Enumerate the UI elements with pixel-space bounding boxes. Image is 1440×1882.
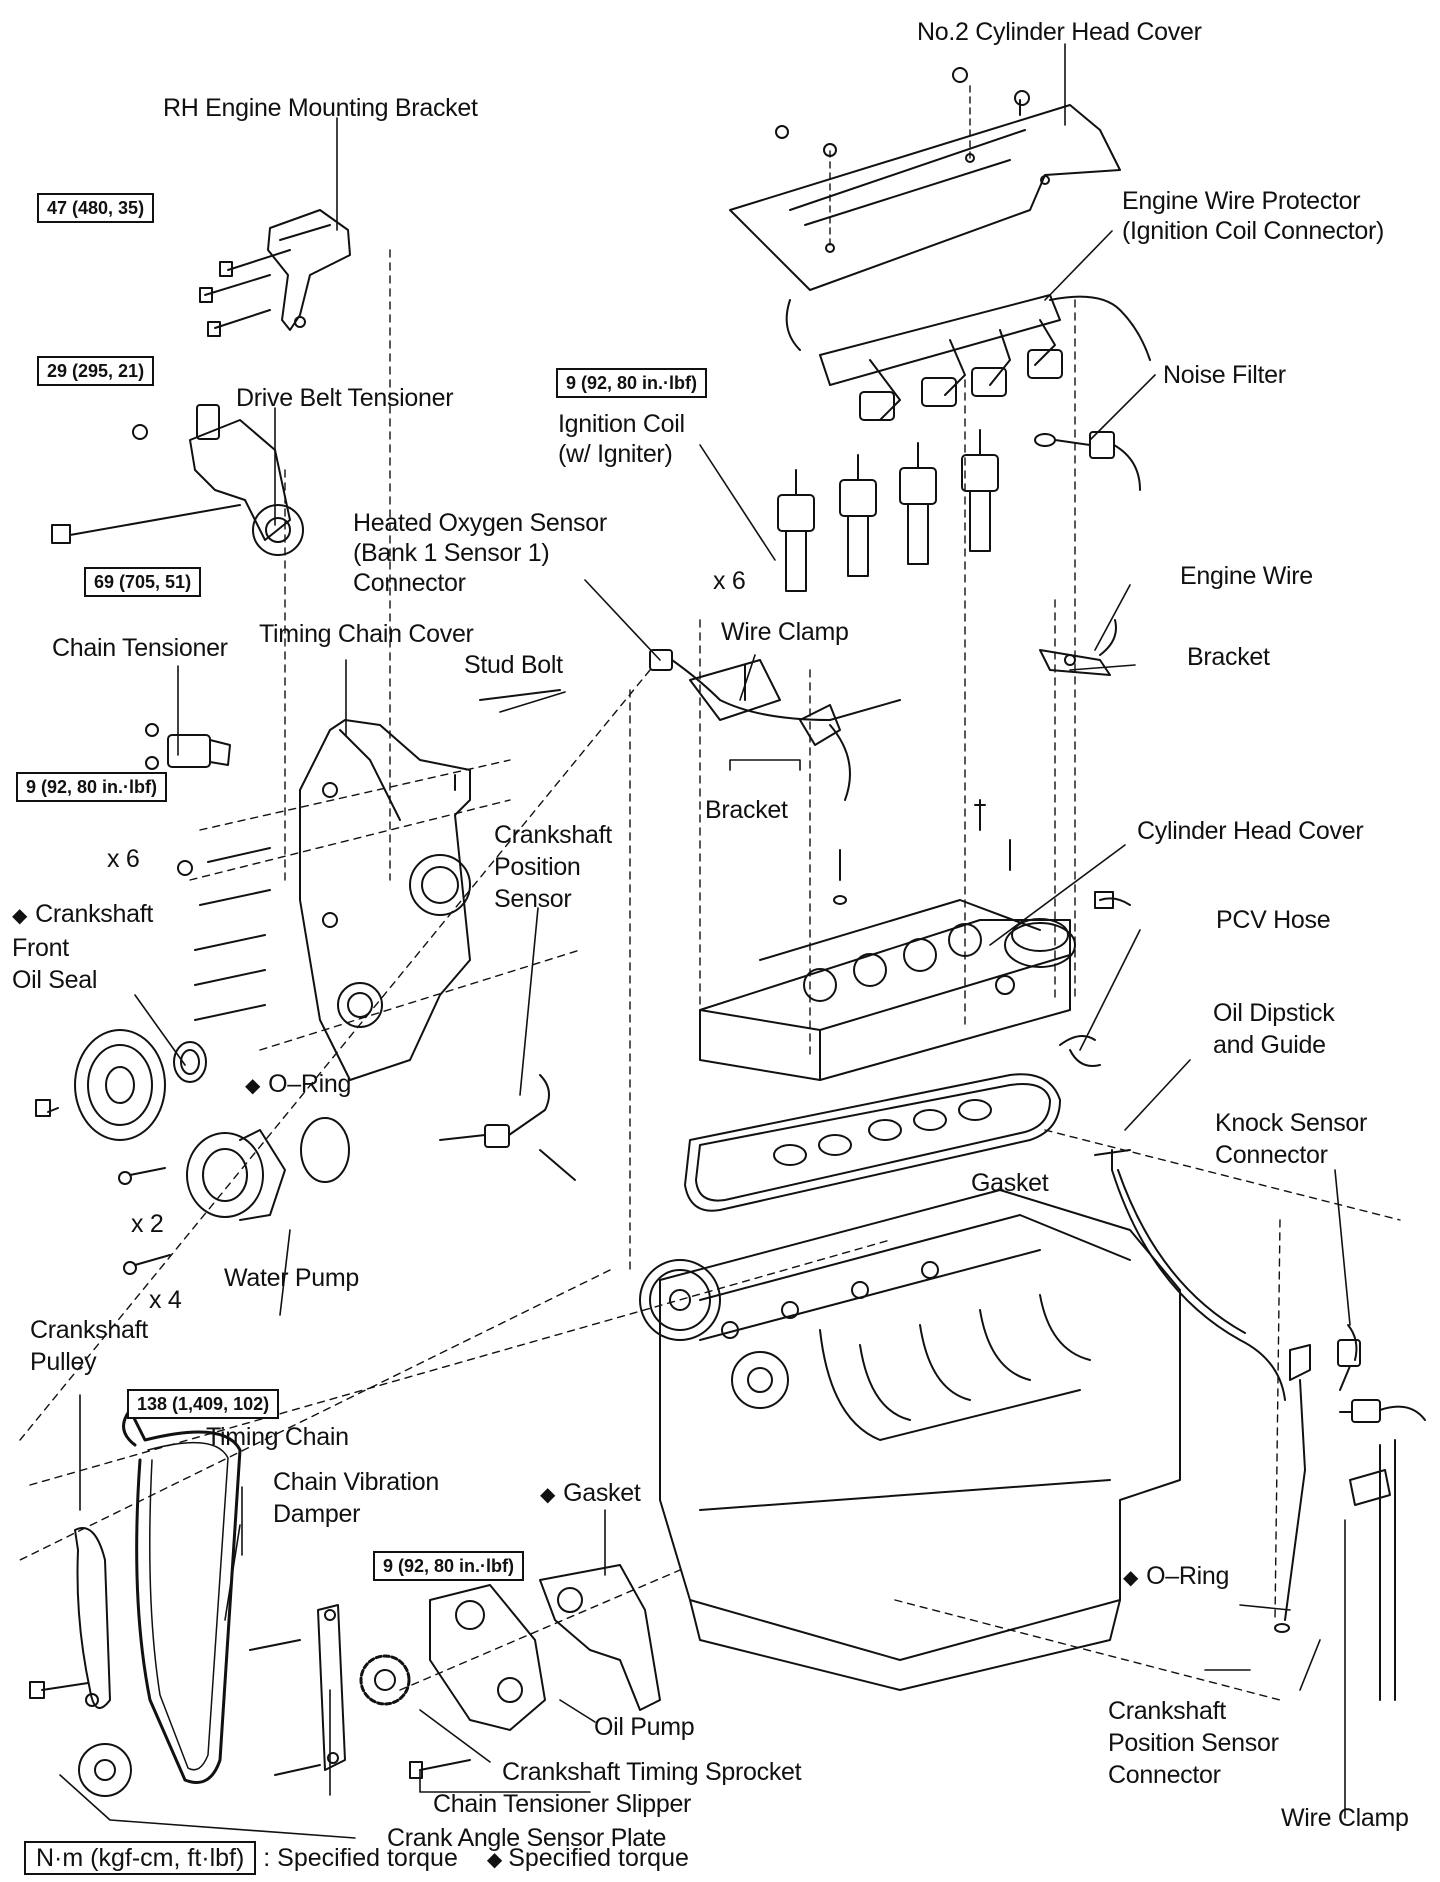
label-knock-sensor-connector: Knock Sensor Connector bbox=[1215, 1109, 1368, 1169]
cylinder-head-cover-part bbox=[699, 799, 1076, 1081]
timing-chain-part bbox=[122, 1408, 242, 1784]
drive-belt-tensioner-part bbox=[51, 404, 304, 556]
no2-cylinder-head-cover-part bbox=[729, 67, 1121, 291]
pcv-hose-part bbox=[1059, 891, 1131, 1067]
label-chain-tensioner: Chain Tensioner bbox=[52, 634, 228, 662]
label-o-ring-mid: O–Ring bbox=[245, 1069, 351, 1101]
torque-bracket-bolts: 47 (480, 35) bbox=[37, 193, 155, 223]
timing-chain-cover-part bbox=[299, 689, 561, 1081]
label-bracket-right: Bracket bbox=[1187, 643, 1270, 671]
label-crankshaft-position-sensor-connector: Crankshaft Position Sensor Connector bbox=[1108, 1697, 1279, 1789]
label-gasket-lower: Gasket bbox=[540, 1478, 641, 1510]
crankshaft-position-sensor-connector-part bbox=[1339, 1399, 1426, 1423]
label-engine-wire: Engine Wire bbox=[1180, 562, 1313, 590]
engine-block-part bbox=[659, 1189, 1181, 1691]
torque-tensioner-bolt: 69 (705, 51) bbox=[84, 567, 202, 597]
label-chain-vibration-damper: Chain Vibration Damper bbox=[273, 1468, 439, 1528]
torque-ignition-coil-bolts: 9 (92, 80 in.·lbf) bbox=[556, 368, 708, 398]
label-crank-angle-sensor-plate: Crank Angle Sensor Plate bbox=[387, 1824, 667, 1852]
torque-pulley-bolt: 138 (1,409, 102) bbox=[127, 1389, 280, 1419]
label-water-pump: Water Pump bbox=[224, 1264, 360, 1292]
water-pump-part bbox=[118, 1129, 286, 1275]
engine-wire-protector-part bbox=[785, 294, 1151, 421]
label-oil-pump: Oil Pump bbox=[594, 1713, 695, 1741]
label-crankshaft-timing-sprocket: Crankshaft Timing Sprocket bbox=[502, 1758, 802, 1786]
label-gasket-mid: Gasket bbox=[971, 1169, 1049, 1197]
oxygen-sensor-connector-part bbox=[649, 649, 901, 801]
label-heated-oxygen-sensor: Heated Oxygen Sensor (Bank 1 Sensor 1) C… bbox=[353, 509, 607, 597]
crank-angle-sensor-plate-part bbox=[78, 1743, 132, 1797]
head-cover-gasket-part bbox=[684, 1073, 1061, 1212]
label-x2: x 2 bbox=[131, 1210, 164, 1238]
label-noise-filter: Noise Filter bbox=[1163, 361, 1286, 389]
label-timing-chain: Timing Chain bbox=[206, 1423, 349, 1451]
label-bracket-mid: Bracket bbox=[705, 796, 788, 824]
chain-vibration-damper-part bbox=[249, 1604, 346, 1776]
noise-filter-part bbox=[1034, 431, 1141, 491]
crankshaft-position-sensor-part bbox=[439, 1074, 576, 1181]
label-no2-cylinder-head-cover: No.2 Cylinder Head Cover bbox=[917, 18, 1202, 46]
label-drive-belt-tensioner: Drive Belt Tensioner bbox=[236, 384, 454, 412]
label-engine-wire-protector: Engine Wire Protector (Ignition Coil Con… bbox=[1122, 187, 1385, 245]
label-ignition-coil: Ignition Coil (w/ Igniter) bbox=[558, 410, 685, 468]
wire-clamp-bottom-part bbox=[1349, 1439, 1396, 1701]
label-wire-clamp-top: Wire Clamp bbox=[721, 618, 849, 646]
legend-unit-box: N·m (kgf-cm, ft·lbf) bbox=[24, 1841, 257, 1875]
torque-tensioner-nut: 29 (295, 21) bbox=[37, 356, 155, 386]
torque-chain-tensioner-nuts: 9 (92, 80 in.·lbf) bbox=[16, 772, 168, 802]
legend-torque-text: : Specified torque bbox=[263, 1844, 458, 1872]
cover-bolts-part bbox=[177, 847, 271, 1021]
label-chain-tensioner-slipper: Chain Tensioner Slipper bbox=[433, 1790, 692, 1818]
torque-oil-pump-bolts: 9 (92, 80 in.·lbf) bbox=[373, 1551, 525, 1581]
label-wire-clamp-bottom: Wire Clamp bbox=[1281, 1804, 1409, 1832]
label-cylinder-head-cover: Cylinder Head Cover bbox=[1137, 817, 1364, 845]
camshaft-sprocket-part bbox=[639, 1259, 721, 1341]
o-ring-part bbox=[300, 1117, 350, 1183]
legend: N·m (kgf-cm, ft·lbf) : Specified torque … bbox=[24, 1841, 689, 1876]
oil-dipstick-part bbox=[1094, 1149, 1311, 1633]
label-x6-left: x 6 bbox=[107, 845, 140, 873]
label-crankshaft-position-sensor: Crankshaft Position Sensor bbox=[494, 821, 612, 913]
label-crankshaft-front-oil-seal: Crankshaft Front Oil Seal bbox=[12, 898, 153, 996]
label-rh-engine-mounting-bracket: RH Engine Mounting Bracket bbox=[163, 94, 478, 122]
oil-pump-part bbox=[409, 1584, 546, 1779]
label-o-ring-lower: O–Ring bbox=[1123, 1561, 1229, 1593]
crankshaft-pulley-part bbox=[35, 1029, 166, 1141]
legend-diamond-text: Specified torque bbox=[487, 1844, 689, 1872]
label-x6-top: x 6 bbox=[713, 567, 746, 595]
label-x4: x 4 bbox=[149, 1286, 182, 1314]
ignition-coil-parts bbox=[777, 429, 999, 592]
leader-lines bbox=[59, 43, 1351, 1839]
engine-wire-bracket-part bbox=[1039, 619, 1117, 676]
knock-sensor-connector-part bbox=[1337, 1324, 1361, 1391]
label-pcv-hose: PCV Hose bbox=[1216, 906, 1331, 934]
label-oil-dipstick: Oil Dipstick and Guide bbox=[1213, 999, 1335, 1059]
chain-tensioner-part bbox=[145, 723, 231, 770]
label-stud-bolt: Stud Bolt bbox=[464, 651, 563, 679]
front-oil-seal-part bbox=[173, 1041, 207, 1083]
rh-engine-mounting-bracket-part bbox=[199, 209, 351, 337]
crankshaft-timing-sprocket-part bbox=[359, 1654, 411, 1706]
label-timing-chain-cover: Timing Chain Cover bbox=[259, 620, 474, 648]
oil-pump-gasket-part bbox=[539, 1564, 661, 1711]
label-crankshaft-pulley: Crankshaft Pulley bbox=[30, 1316, 148, 1376]
chain-tensioner-slipper-part bbox=[29, 1527, 111, 1709]
